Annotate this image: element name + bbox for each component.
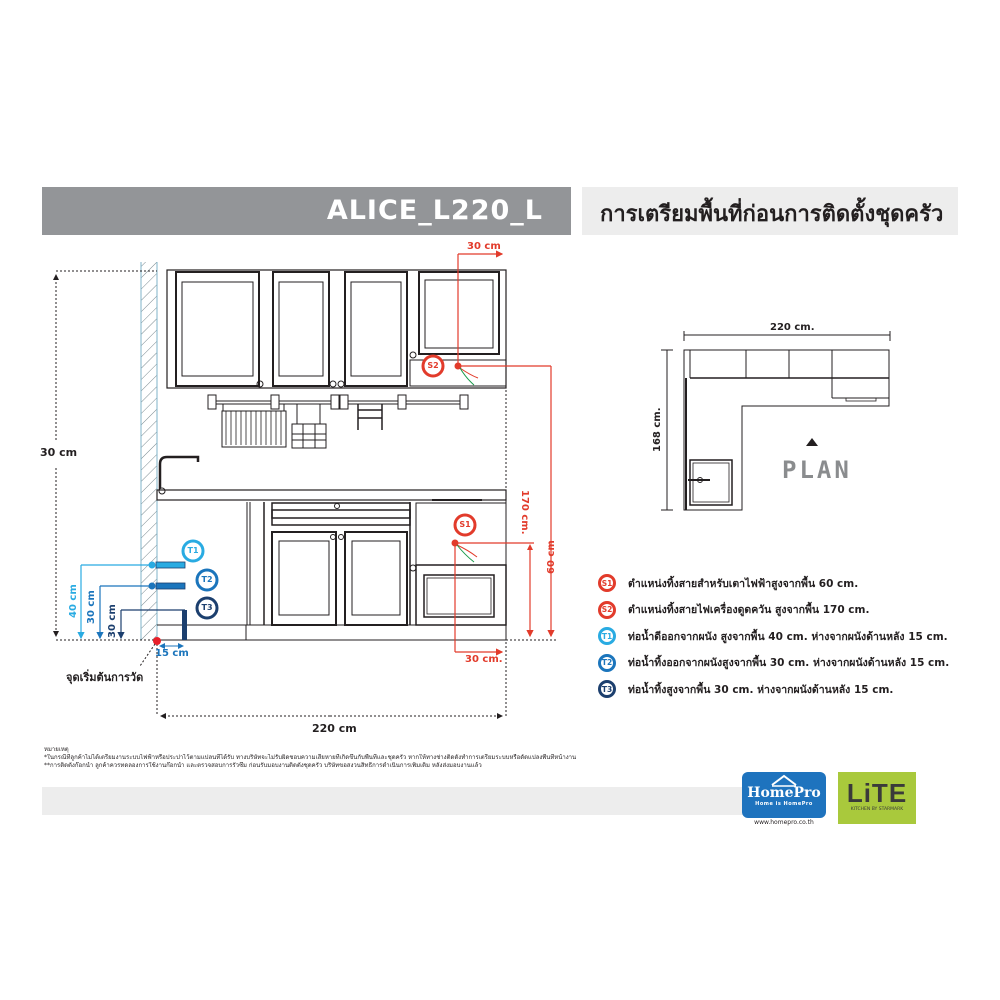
height-dimension	[53, 270, 157, 641]
north-arrow-icon	[806, 438, 818, 446]
page-title: การเตรียมพื้นที่ก่อนการติดตั้งชุดครัว	[600, 202, 944, 227]
hood-height-label: 170 cm.	[519, 490, 530, 535]
s1-badge-icon: S1	[598, 574, 616, 593]
t3-marker: T3	[201, 603, 213, 612]
s2-badge-icon: S2	[598, 600, 616, 619]
footer-bar	[42, 787, 762, 815]
upper-cabinets	[166, 269, 507, 389]
notes: หมายเหตุ *ในกรณีที่ลูกค้าไม่ได้เตรียมงาน…	[44, 746, 604, 770]
width-label: 220 cm	[312, 722, 357, 735]
t1-height-label: 40 cm	[68, 584, 79, 618]
page-title-bar: การเตรียมพื้นที่ก่อนการติดตั้งชุดครัว	[582, 187, 958, 235]
legend-item-s2: S2 ตำแหน่งทิ้งสายไฟเครื่องดูดควัน สูงจาก…	[598, 597, 978, 624]
legend: S1 ตำแหน่งทิ้งสายสำหรับเตาไฟฟ้าสูงจากพื้…	[598, 570, 978, 703]
legend-item-t3: T3 ท่อน้ำทิ้งสูงจากพื้น 30 cm. ห่างจากผน…	[598, 676, 978, 703]
s2-marker: S2	[427, 361, 439, 370]
plan-width-label: 220 cm.	[770, 322, 815, 333]
width-dimension	[156, 270, 556, 719]
plan-title: PLAN	[782, 456, 852, 484]
t2-height-label: 30 cm	[86, 590, 97, 624]
t3-height-label: 30 cm	[107, 604, 118, 638]
t1-marker: T1	[187, 546, 199, 555]
faucet-icon	[158, 455, 200, 490]
plan-view	[661, 331, 891, 511]
t3-badge-icon: T3	[598, 680, 616, 699]
house-roof-icon	[771, 774, 797, 787]
notes-line-2: **การติดตั้งก๊อกน้ำ ลูกค้าควรทดลองการใช้…	[44, 762, 482, 769]
s2-hood-electric-point	[421, 250, 555, 638]
s1-stove-electric-point	[451, 513, 534, 656]
model-title-bar: ALICE_L220_L	[42, 187, 571, 235]
hanging-rail	[207, 394, 469, 449]
legend-item-s1: S1 ตำแหน่งทิ้งสายสำหรับเตาไฟฟ้าสูงจากพื้…	[598, 570, 978, 597]
model-title: ALICE_L220_L	[326, 195, 543, 226]
stove-height-label: 60 cm	[546, 540, 557, 574]
t1-badge-icon: T1	[598, 627, 616, 646]
t2-marker: T2	[201, 575, 213, 584]
origin-point	[153, 637, 161, 645]
notes-line-1: *ในกรณีที่ลูกค้าไม่ได้เตรียมงานระบบไฟฟ้า…	[44, 754, 577, 761]
hood-offset-label: 30 cm	[467, 241, 501, 252]
plan-depth-label: 168 cm.	[652, 407, 663, 452]
wall	[140, 262, 158, 640]
s1-marker: S1	[459, 520, 471, 529]
homepro-url: www.homepro.co.th	[754, 819, 814, 826]
origin-label: จุดเริ่มต้นการวัด	[66, 671, 144, 684]
stove-offset-label: 30 cm.	[465, 654, 503, 665]
homepro-logo: HomePro Home is HomePro	[742, 772, 826, 818]
plumbing-points	[77, 539, 219, 649]
pipe-offset-label: 15 cm	[155, 648, 189, 659]
lite-logo: LiTE KITCHEN BY STARMARK	[838, 772, 916, 824]
notes-heading: หมายเหตุ	[44, 746, 69, 753]
t2-badge-icon: T2	[598, 653, 616, 672]
legend-item-t1: T1 ท่อน้ำดีออกจากผนัง สูงจากพื้น 40 cm. …	[598, 623, 978, 650]
height-label: 30 cm	[40, 446, 78, 459]
legend-item-t2: T2 ท่อน้ำทิ้งออกจากผนังสูงจากพื้น 30 cm.…	[598, 650, 978, 677]
